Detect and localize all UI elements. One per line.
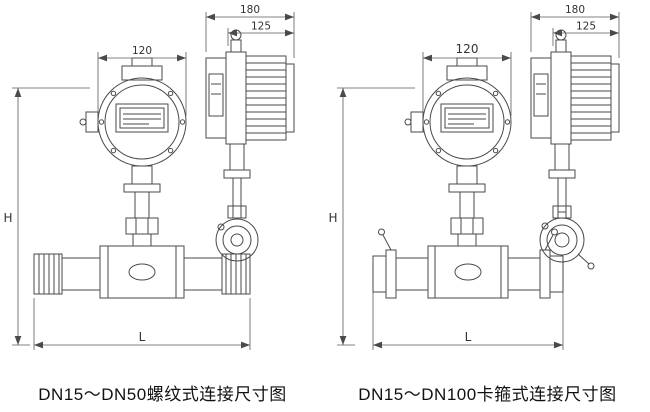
right-dim-label-180: 180 <box>565 4 585 16</box>
left-pipe-threaded <box>33 245 251 299</box>
right-pipe-clamp <box>372 228 564 299</box>
left-dim-label-l: L <box>139 330 146 344</box>
right-side-view <box>530 29 620 270</box>
left-dim-label-120: 120 <box>132 45 152 57</box>
left-dim-label-h: H <box>3 211 12 225</box>
left-front-view <box>33 57 251 299</box>
caption-clamp-connection: DN15～DN100卡箍式连接尺寸图 <box>358 385 617 404</box>
left-dim-label-125: 125 <box>251 21 271 33</box>
right-dim-label-h: H <box>328 211 337 225</box>
right-dim-label-l: L <box>465 330 472 344</box>
right-drawing-svg: 120 180 125 H L <box>328 4 620 350</box>
left-drawing-svg: 120 180 125 H L <box>3 4 295 350</box>
left-dim-label-180: 180 <box>240 4 260 16</box>
caption-threaded-connection: DN15～DN50螺纹式连接尺寸图 <box>38 385 287 404</box>
right-dim-label-120: 120 <box>456 42 479 56</box>
left-side-bottom-fitting <box>215 218 259 262</box>
right-side-bottom-clamp <box>539 211 595 270</box>
left-side-view <box>205 29 295 262</box>
right-front-view <box>372 57 564 299</box>
right-dim-label-125: 125 <box>576 21 596 33</box>
left-dimensions: 120 180 125 H L <box>3 4 295 350</box>
right-dimensions: 120 180 125 H L <box>328 4 620 350</box>
